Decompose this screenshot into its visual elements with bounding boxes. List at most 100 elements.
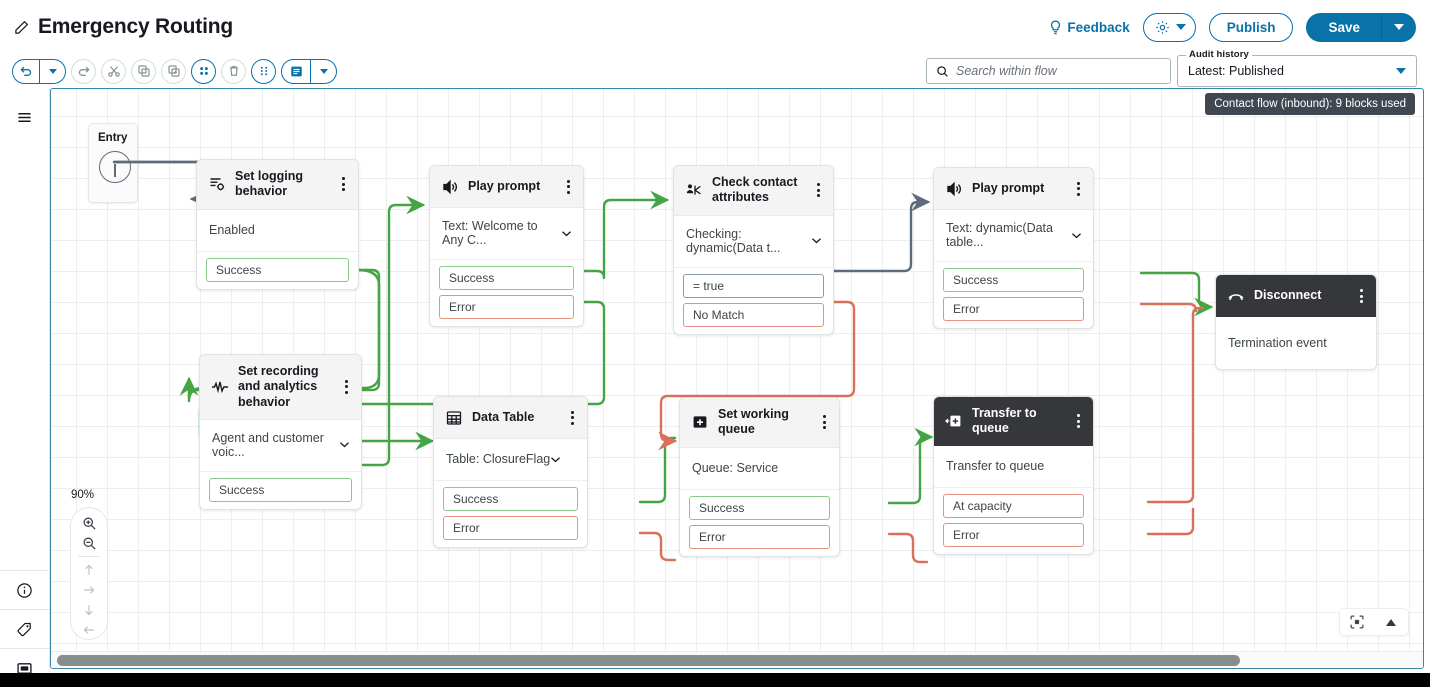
block-play-prompt-1[interactable]: Play prompt Text: Welcome to Any C... Su…	[429, 165, 584, 327]
block-play-prompt-2[interactable]: Play prompt Text: dynamic(Data table... …	[933, 167, 1094, 329]
block-check-contact-attributes[interactable]: Check contact attributes Checking: dynam…	[673, 165, 834, 335]
arrow-down-icon	[85, 605, 93, 616]
page-title-group: Emergency Routing	[14, 15, 233, 39]
copy-button[interactable]	[131, 58, 156, 84]
flow-canvas[interactable]: Contact flow (inbound): 9 blocks used En…	[50, 88, 1424, 669]
block-body[interactable]: Enabled	[197, 210, 358, 252]
block-body[interactable]: Table: ClosureFlag	[434, 439, 587, 481]
port-success[interactable]: Success	[209, 477, 352, 502]
port-success[interactable]: Success	[206, 257, 349, 282]
block-transfer-to-queue[interactable]: Transfer to queue Transfer to queue At c…	[933, 396, 1094, 555]
block-header: Play prompt	[430, 166, 583, 208]
block-body[interactable]: Text: dynamic(Data table...	[934, 210, 1093, 262]
canvas-hscrollbar[interactable]	[51, 651, 1423, 668]
port-condition-true[interactable]: = true	[683, 273, 824, 298]
block-title: Set working queue	[718, 407, 789, 437]
block-menu-button[interactable]	[342, 378, 351, 396]
zoom-in-button[interactable]	[75, 514, 103, 532]
block-menu-button[interactable]	[339, 175, 348, 193]
block-set-working-queue[interactable]: Set working queue Queue: Service Success…	[679, 397, 840, 557]
chevron-down-icon[interactable]	[550, 456, 561, 463]
port-no-match[interactable]: No Match	[683, 302, 824, 327]
cut-button[interactable]	[101, 58, 126, 84]
chevron-down-icon	[1175, 24, 1186, 30]
port-error[interactable]: Error	[943, 297, 1084, 321]
chevron-down-icon	[1396, 68, 1406, 74]
zoom-out-button[interactable]	[75, 534, 103, 552]
block-body[interactable]: Text: Welcome to Any C...	[430, 208, 583, 260]
block-menu-button[interactable]	[1357, 287, 1366, 305]
drag-handle-button[interactable]	[251, 58, 276, 84]
block-ports: At capacity Error	[934, 488, 1093, 554]
port-error[interactable]: Error	[943, 522, 1084, 547]
chevron-down-icon[interactable]	[1071, 232, 1082, 239]
logging-settings-icon	[208, 175, 226, 193]
notes-panel-icon	[290, 66, 302, 76]
search-within-flow[interactable]	[926, 58, 1171, 84]
align-grid-button[interactable]	[191, 58, 216, 84]
save-dropdown-button[interactable]	[1382, 12, 1416, 42]
scrollbar-thumb[interactable]	[57, 655, 1240, 666]
block-menu-button[interactable]	[564, 178, 573, 196]
port-error[interactable]: Error	[689, 524, 830, 549]
block-body[interactable]: Queue: Service	[680, 448, 839, 490]
undo-button[interactable]	[13, 59, 40, 83]
block-menu-button[interactable]	[820, 413, 829, 431]
save-button[interactable]: Save	[1306, 12, 1382, 42]
block-set-recording-analytics[interactable]: Set recording and analytics behavior Age…	[199, 354, 362, 510]
header-actions: Feedback Publish Save	[1049, 12, 1416, 42]
hamburger-menu-button[interactable]	[8, 100, 42, 134]
chevron-down-icon[interactable]	[561, 230, 572, 237]
chevron-down-icon[interactable]	[339, 441, 350, 448]
notes-dropdown-button[interactable]	[311, 60, 336, 83]
audit-history-select[interactable]: Audit history Latest: Published	[1177, 49, 1417, 87]
block-body[interactable]: Transfer to queue	[934, 446, 1093, 488]
block-set-logging-behavior[interactable]: Set logging behavior Enabled Success	[196, 159, 359, 290]
port-error[interactable]: Error	[443, 516, 578, 540]
pan-right-button[interactable]	[75, 581, 103, 599]
fit-to-screen-button[interactable]	[1345, 611, 1369, 633]
tag-button[interactable]	[0, 609, 49, 648]
panel-toggle-button[interactable]	[0, 648, 49, 687]
port-success[interactable]: Success	[443, 487, 578, 511]
block-header: Check contact attributes	[674, 166, 833, 216]
pan-up-button[interactable]	[75, 561, 103, 579]
block-header: Play prompt	[934, 168, 1093, 210]
pan-down-button[interactable]	[75, 601, 103, 619]
block-data-table[interactable]: Data Table Table: ClosureFlag Success Er…	[433, 396, 588, 548]
block-disconnect[interactable]: Disconnect Termination event	[1215, 274, 1377, 370]
port-success[interactable]: Success	[943, 268, 1084, 292]
block-menu-button[interactable]	[814, 181, 823, 199]
block-menu-button[interactable]	[568, 409, 577, 427]
notes-panel-button[interactable]	[282, 59, 311, 83]
redo-button[interactable]	[71, 58, 96, 84]
settings-button[interactable]	[1142, 12, 1196, 42]
collapse-panel-button[interactable]	[1379, 611, 1403, 633]
redo-icon	[78, 66, 90, 76]
port-success[interactable]: Success	[689, 495, 830, 520]
entry-label: Entry	[98, 132, 128, 144]
block-menu-button[interactable]	[1074, 412, 1083, 430]
port-success[interactable]: Success	[439, 266, 574, 290]
block-menu-button[interactable]	[1074, 180, 1083, 198]
delete-button[interactable]	[221, 58, 246, 84]
info-button[interactable]	[0, 570, 49, 609]
block-ports: Success Error	[434, 481, 587, 547]
block-body[interactable]: Checking: dynamic(Data t...	[674, 216, 833, 268]
search-input[interactable]	[956, 64, 1161, 78]
fit-to-screen-icon	[1350, 615, 1364, 629]
paste-button[interactable]	[161, 58, 186, 84]
port-at-capacity[interactable]: At capacity	[943, 493, 1084, 518]
block-body[interactable]: Agent and customer voic...	[200, 420, 361, 472]
chevron-down-icon[interactable]	[811, 237, 822, 244]
entry-node[interactable]: Entry	[88, 123, 138, 203]
block-body[interactable]: Termination event	[1216, 317, 1376, 369]
port-error[interactable]: Error	[439, 295, 574, 319]
undo-dropdown-button[interactable]	[40, 60, 65, 83]
feedback-link[interactable]: Feedback	[1049, 20, 1130, 35]
publish-button[interactable]: Publish	[1208, 12, 1294, 42]
pan-left-button[interactable]	[75, 621, 103, 639]
entry-stem-icon	[114, 164, 116, 177]
block-title: Set recording and analytics behavior	[238, 364, 319, 409]
pencil-icon[interactable]	[14, 20, 29, 35]
